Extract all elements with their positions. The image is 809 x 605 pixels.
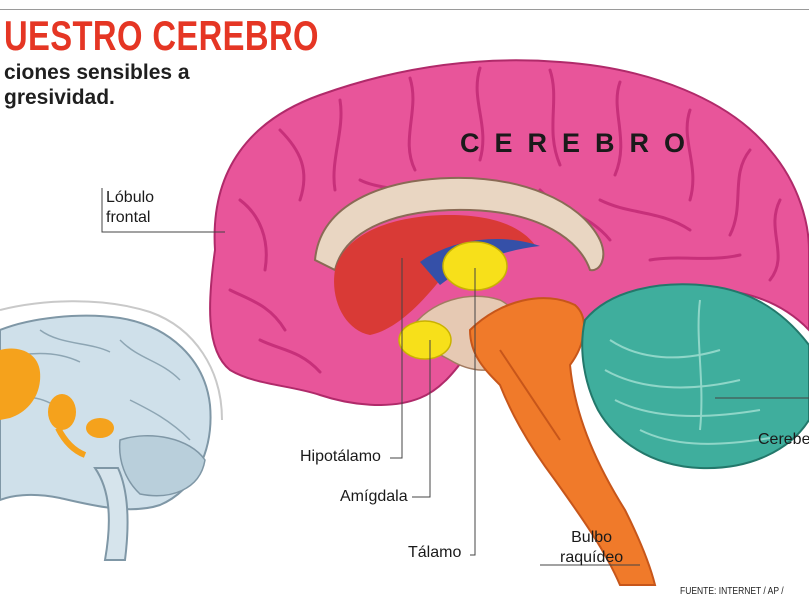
label-frontal-line-1: Lóbulo	[106, 188, 154, 208]
inset-limbic-highlight	[48, 394, 76, 430]
source-credit: FUENTE: INTERNET / AP /	[680, 586, 784, 597]
label-frontal-lobe: Lóbulo frontal	[106, 188, 154, 228]
label-medulla-line-2: raquídeo	[560, 548, 623, 568]
amygdala-highlight	[399, 321, 451, 359]
inset-brain-illustration	[0, 301, 222, 560]
brain-label: CEREBRO	[460, 128, 700, 159]
label-cerebellum: Cerebe	[758, 430, 809, 450]
label-amygdala: Amígdala	[340, 487, 408, 507]
label-frontal-line-2: frontal	[106, 208, 154, 228]
label-thalamus: Tálamo	[408, 543, 461, 563]
label-medulla: Bulbo raquídeo	[560, 528, 623, 568]
label-medulla-line-1: Bulbo	[560, 528, 623, 548]
label-hypothalamus: Hipotálamo	[300, 447, 381, 467]
